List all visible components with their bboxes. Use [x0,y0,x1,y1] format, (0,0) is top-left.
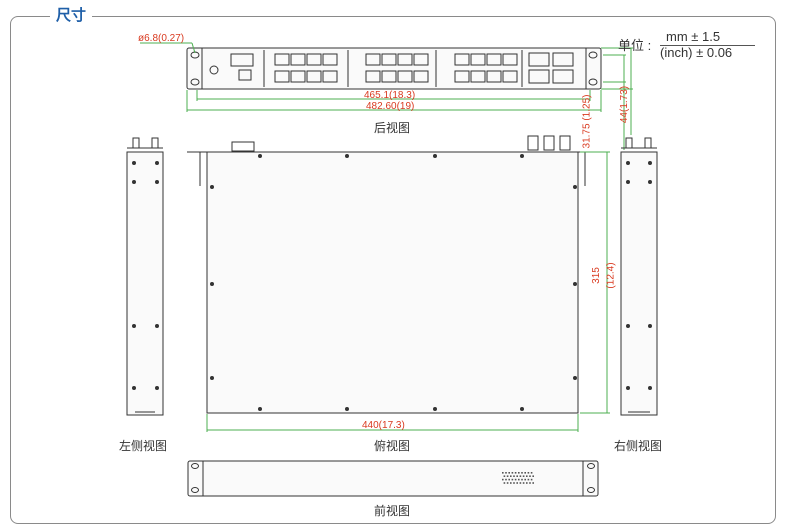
right-side-view-caption: 右侧视图 [614,439,663,453]
vent-hole [514,478,517,481]
vent-hole [516,475,518,477]
top-connector-3 [559,135,571,151]
left-side-view-caption: 左侧视图 [119,439,168,453]
width-465-label: 465.1(18.3) [364,90,416,101]
vent-hole [529,482,531,484]
depth-mm-label: 315 [590,267,602,284]
vent-hole [526,482,528,484]
vent-hole [530,472,533,474]
vent-hole [503,475,506,477]
vent-hole [505,472,507,474]
vent-hole [527,472,530,474]
vent-hole [529,475,531,477]
vent-hole [505,478,507,481]
rj45-port-group-3 [454,53,518,83]
front-view-caption: 前视图 [374,504,411,518]
top-view-caption: 俯视图 [374,439,411,453]
vent-hole [508,478,510,481]
vent-hole [513,482,515,484]
top-dimension-lines [206,151,610,432]
vent-hole [518,478,520,481]
top-view-screws [210,154,577,411]
vent-hole [526,475,528,477]
vent-hole [510,475,512,477]
vent-hole [511,478,514,481]
left-side-view-drawing [126,137,164,416]
vent-hole [511,472,514,474]
rear-dimension-lines [140,42,633,150]
section-title: 尺寸 [50,5,93,27]
vent-hole [510,482,512,484]
vent-hole [506,475,509,477]
right-side-screws [626,161,652,390]
vent-hole [524,472,526,474]
top-terminal-block [231,141,255,152]
height-44-label: 44(1.73) [619,85,631,124]
rj45-port-group-2 [365,53,429,83]
vent-hole [518,472,520,474]
left-side-screws [132,161,159,390]
vent-hole [503,482,506,484]
vent-hole [516,482,518,484]
vent-hole [502,478,504,481]
top-chassis [206,151,579,414]
front-view-drawing [187,460,599,497]
vent-hole [513,475,515,477]
terminal-block-bottom [238,69,252,81]
vent-hole [514,472,517,474]
vent-hole [524,478,526,481]
mount-hole-bl [190,78,200,86]
vent-hole [506,482,509,484]
rear-view-drawing [186,47,602,90]
width-482-label: 482.60(19) [366,101,415,112]
height-31-label: 31.75 (1.25) [581,94,593,149]
top-view-drawing [187,135,601,414]
hole-diameter-label: ø6.8(0.27) [138,33,185,44]
mount-hole-tr [588,51,598,59]
rj45-port-group-1 [274,53,338,83]
vent-hole [502,472,504,474]
vent-hole [508,472,510,474]
top-connector-2 [543,135,555,151]
sfp-port-group [528,52,574,84]
top-connector-1 [527,135,539,151]
vent-grid [502,472,534,484]
mount-hole-br [588,78,598,86]
width-440-label: 440(17.3) [362,420,405,431]
unit-secondary: (inch) ± 0.06 [660,45,733,60]
vent-hole [532,475,534,477]
unit-legend: 单位 : mm ± 1.5 (inch) ± 0.06 [618,29,758,63]
vent-hole [521,478,523,481]
vent-hole [530,478,533,481]
unit-primary: mm ± 1.5 [666,29,721,44]
terminal-block-top [230,53,254,67]
vent-hole [522,482,525,484]
vent-hole [522,475,525,477]
unit-label: 单位 : [618,38,652,53]
vent-hole [519,475,522,477]
frame-border [10,16,776,524]
right-side-view-drawing [620,137,658,416]
vent-hole [521,472,523,474]
vent-hole [527,478,530,481]
depth-in-label: (12.4) [605,262,617,289]
rear-view-caption: 后视图 [374,121,411,135]
ground-screw-icon [209,65,219,75]
unit-fraction-bar [660,45,755,46]
vent-hole [519,482,522,484]
vent-hole [532,482,534,484]
